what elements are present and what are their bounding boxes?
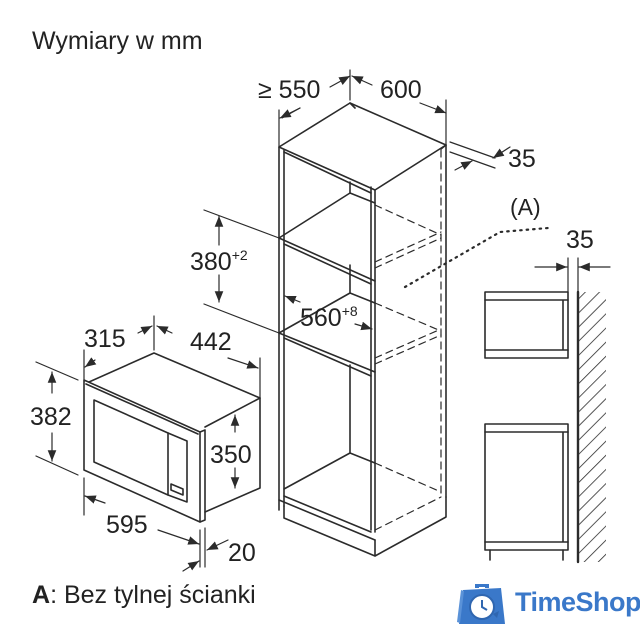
cabinet-dimensions	[203, 69, 550, 334]
side-section-view	[484, 257, 611, 564]
niche-height-value: 380	[190, 248, 232, 276]
microwave-depth-label: 315	[84, 325, 126, 353]
microwave-frame-thickness-label: 20	[228, 539, 256, 567]
clock-bag-icon	[457, 584, 505, 624]
niche-height-tolerance: +2	[231, 247, 248, 263]
niche-height-label: 380+2	[190, 247, 248, 276]
microwave-frame-height-label: 382	[30, 403, 72, 431]
cabinet-width-label: 600	[380, 76, 422, 104]
tall-cabinet	[278, 102, 447, 557]
niche-width-label: 560+8	[300, 303, 358, 332]
microwave	[83, 352, 261, 523]
diagram-title: Wymiary w mm	[32, 27, 203, 55]
microwave-dimensions	[35, 315, 261, 572]
niche-width-tolerance: +8	[341, 303, 358, 319]
timeshop-logo: TimeShop	[455, 578, 640, 628]
microwave-body-width-label: 442	[190, 328, 232, 356]
niche-width-value: 560	[300, 304, 342, 332]
callout-a-label: (A)	[510, 194, 541, 220]
cabinet-depth-label: ≥ 550	[258, 76, 321, 104]
ventilation-gap-label: 35	[508, 145, 536, 173]
microwave-frame-width-label: 595	[106, 511, 148, 539]
footnote-text: : Bez tylnej ścianki	[50, 581, 256, 609]
footnote-key: A	[32, 581, 51, 609]
footnote: A: Bez tylnej ścianki	[32, 583, 256, 608]
microwave-body-height-label: 350	[210, 441, 252, 469]
wall-gap-label: 35	[566, 226, 594, 254]
logo-text: TimeShop	[515, 587, 640, 617]
